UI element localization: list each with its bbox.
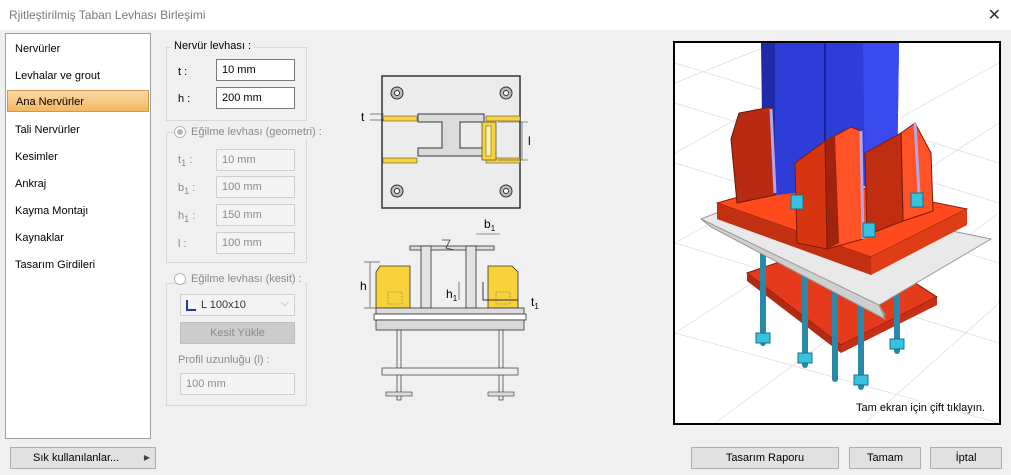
profile-select[interactable]: L 100x10 ⌵ xyxy=(180,294,295,316)
sidebar-item-ana-nervurler[interactable]: Ana Nervürler xyxy=(7,90,149,112)
cancel-button[interactable]: İptal xyxy=(930,447,1002,469)
close-icon[interactable]: ✕ xyxy=(987,7,1001,24)
profile-length-label: Profil uzunluğu (l) : xyxy=(178,354,270,366)
sidebar-item-tali-nervurler[interactable]: Tali Nervürler xyxy=(15,124,80,136)
dim-b1: b1 xyxy=(484,217,496,233)
b1-input[interactable] xyxy=(216,176,295,198)
bend-section-radio[interactable] xyxy=(174,273,186,285)
sidebar-item-ankraj[interactable]: Ankraj xyxy=(15,178,47,190)
window-title: Rjitleştirilmiş Taban Levhası Birleşimi xyxy=(9,8,206,22)
angle-profile-icon xyxy=(186,300,196,311)
t-label: t : xyxy=(178,66,188,78)
3d-view[interactable]: Tam ekran için çift tıklayın. xyxy=(673,41,1001,425)
bend-section-legend: Eğilme levhası (kesit) : xyxy=(188,273,305,285)
profile-value: L 100x10 xyxy=(201,299,246,311)
h1-input[interactable] xyxy=(216,204,295,226)
l-label: l : xyxy=(178,238,187,250)
design-report-button[interactable]: Tasarım Raporu xyxy=(691,447,839,469)
chevron-right-icon: ▶ xyxy=(143,453,150,462)
h-label: h : xyxy=(178,93,191,105)
sidebar-item-levhalar-grout[interactable]: Levhalar ve grout xyxy=(15,70,100,82)
sidebar-item-kayma-montaji[interactable]: Kayma Montajı xyxy=(15,205,89,217)
fullscreen-hint: Tam ekran için çift tıklayın. xyxy=(856,402,985,414)
chevron-down-icon: ⌵ xyxy=(280,297,289,309)
dim-t: t xyxy=(361,110,365,124)
elevation-view xyxy=(364,233,527,401)
favorites-label: Sık kullanılanlar... xyxy=(33,452,120,464)
t1-label: t1 : xyxy=(178,154,193,169)
bend-geometry-radio[interactable] xyxy=(174,126,186,138)
t-input[interactable] xyxy=(216,59,295,81)
b1-label: b1 : xyxy=(178,182,196,197)
sidebar-item-tasarim-girdileri[interactable]: Tasarım Girdileri xyxy=(15,259,96,271)
sidebar: Nervürler Levhalar ve grout Ana Nervürle… xyxy=(5,33,151,439)
sidebar-item-nervurler[interactable]: Nervürler xyxy=(15,43,61,55)
profile-length-input[interactable] xyxy=(180,373,295,395)
dim-h1: h1 xyxy=(446,287,458,303)
h1-label: h1 : xyxy=(178,210,196,225)
dim-h: h xyxy=(360,279,367,293)
load-section-button[interactable]: Kesit Yükle xyxy=(180,322,295,344)
rib-plate-legend: Nervür levhası : xyxy=(171,40,255,52)
title-bar: Rjitleştirilmiş Taban Levhası Birleşimi … xyxy=(0,0,1011,30)
h-input[interactable] xyxy=(216,87,295,109)
t1-input[interactable] xyxy=(216,149,295,171)
plan-view xyxy=(370,75,528,209)
dim-l: l xyxy=(528,134,531,148)
favorites-button[interactable]: Sık kullanılanlar... ▶ xyxy=(10,447,156,469)
ok-button[interactable]: Tamam xyxy=(849,447,921,469)
l-input[interactable] xyxy=(216,232,295,254)
dim-t1: t1 xyxy=(531,295,539,311)
sidebar-item-kesimler[interactable]: Kesimler xyxy=(15,151,58,163)
3d-model-render xyxy=(675,43,999,423)
bend-geometry-legend: Eğilme levhası (geometri) : xyxy=(188,126,325,138)
sidebar-item-kaynaklar[interactable]: Kaynaklar xyxy=(15,232,64,244)
connection-diagram: t l b1 h h1 t1 xyxy=(360,75,539,401)
